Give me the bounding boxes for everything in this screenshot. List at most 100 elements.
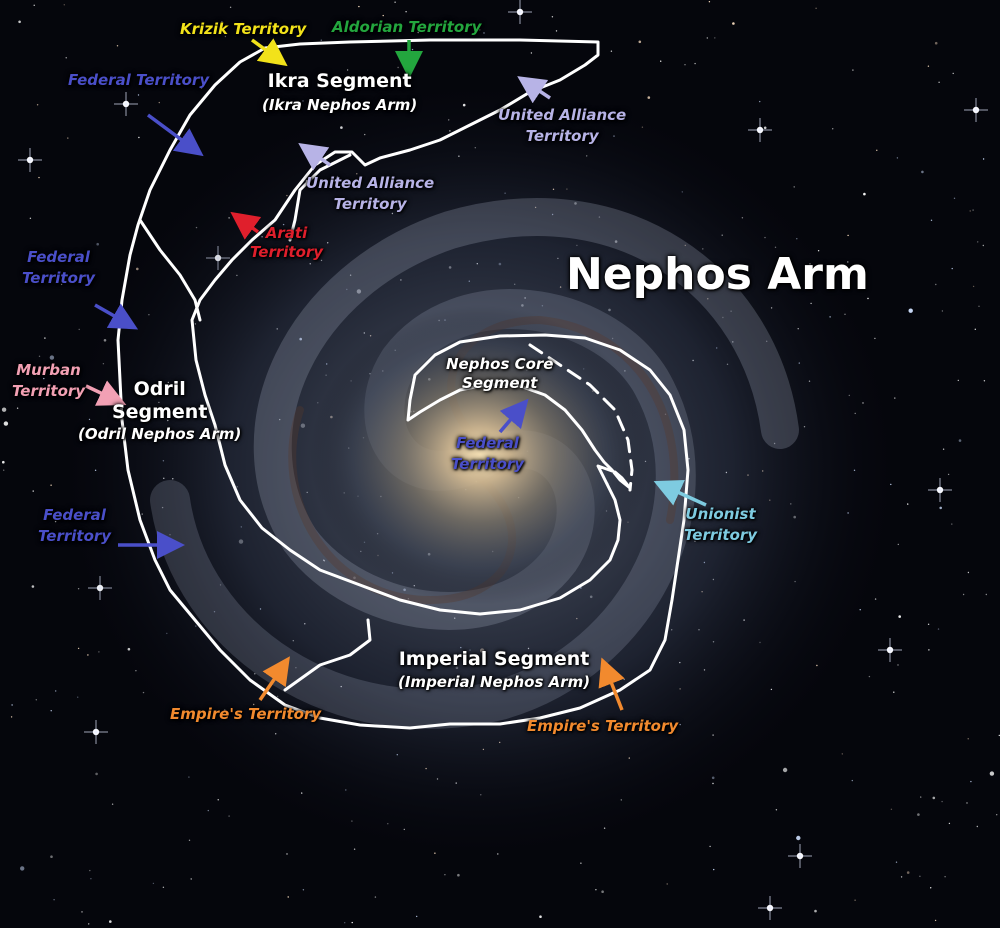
star	[972, 209, 974, 211]
star	[38, 355, 41, 357]
star	[54, 520, 57, 523]
core-segment-label: Nephos Core Segment	[446, 355, 554, 392]
star	[50, 855, 53, 858]
star	[351, 921, 353, 924]
star	[660, 60, 662, 62]
star	[20, 866, 25, 871]
star	[137, 94, 140, 96]
star	[295, 26, 298, 28]
murban-line1: Murban	[16, 361, 81, 379]
arati-arrow	[230, 211, 262, 240]
star	[63, 4, 65, 6]
odril-segment-line2: Segment	[111, 400, 208, 423]
odril-segment-sub: (Odril Nephos Arm)	[78, 424, 242, 443]
federal-mid-line2: Territory	[22, 268, 96, 287]
unionist-line2: Territory	[684, 525, 758, 544]
territory-arrows	[85, 38, 707, 711]
star	[36, 104, 39, 106]
star	[985, 593, 987, 596]
ikra-segment-border	[116, 38, 690, 730]
star	[610, 50, 613, 52]
star	[852, 69, 854, 71]
star	[555, 30, 558, 32]
star	[941, 310, 944, 312]
ua-territory-top-label: United Alliance Territory	[498, 107, 626, 145]
star	[190, 878, 192, 880]
star	[50, 484, 52, 486]
core-segment-line2: Segment	[462, 373, 538, 392]
star	[967, 571, 970, 574]
imperial-segment-label: Imperial Segment (Imperial Nephos Arm)	[398, 649, 590, 691]
star	[382, 14, 384, 17]
star	[951, 267, 953, 270]
star	[732, 22, 735, 25]
star	[358, 5, 360, 8]
star	[814, 909, 817, 913]
star	[851, 779, 853, 782]
unionist-territory-label: Unionist Territory	[684, 506, 758, 544]
star	[694, 62, 696, 65]
star	[286, 853, 288, 855]
star	[983, 380, 986, 382]
star	[417, 31, 419, 34]
star	[900, 876, 903, 878]
star	[847, 234, 849, 237]
star	[1, 407, 7, 412]
star-flare	[508, 0, 532, 24]
star	[832, 128, 834, 130]
star	[638, 40, 642, 44]
star-flare	[758, 896, 782, 920]
star	[302, 889, 305, 891]
star	[893, 691, 895, 693]
star	[77, 696, 79, 698]
star	[11, 704, 13, 706]
core-segment-line1: Nephos Core	[446, 355, 554, 373]
star-flare	[748, 118, 772, 142]
star	[714, 37, 716, 39]
star	[796, 835, 801, 841]
star	[551, 16, 554, 18]
star	[948, 822, 951, 825]
star	[759, 100, 761, 103]
star	[411, 48, 414, 51]
star	[684, 63, 686, 66]
federal-core-line2: Territory	[451, 454, 525, 473]
star	[937, 628, 940, 630]
star	[88, 923, 90, 925]
star-flare	[84, 720, 108, 744]
star	[939, 506, 942, 510]
star	[920, 796, 922, 798]
empire-right-arrow	[598, 657, 625, 711]
star	[217, 799, 219, 801]
star	[33, 4, 35, 7]
star	[394, 1, 396, 3]
star	[951, 523, 953, 525]
unionist-arrow	[653, 479, 707, 507]
star	[868, 675, 871, 678]
empire-territory-right-label: Empire's Territory	[527, 717, 679, 735]
star	[934, 919, 937, 922]
galactic-core	[310, 305, 650, 605]
star	[530, 52, 533, 54]
star	[867, 297, 869, 300]
star	[763, 126, 767, 130]
star	[976, 825, 978, 828]
star	[941, 800, 943, 803]
star	[3, 469, 5, 471]
star	[647, 96, 651, 99]
star	[31, 585, 35, 588]
star	[938, 81, 940, 84]
ikra-segment-sub: (Ikra Nephos Arm)	[262, 95, 418, 114]
star	[942, 448, 945, 450]
star-flare	[18, 148, 42, 172]
star	[10, 716, 13, 718]
star	[847, 261, 849, 263]
star	[479, 29, 481, 31]
star	[863, 192, 866, 196]
star	[49, 355, 55, 360]
star	[966, 802, 968, 804]
arati-line2: Territory	[250, 242, 324, 261]
star	[775, 809, 778, 811]
star-flare	[114, 92, 138, 116]
